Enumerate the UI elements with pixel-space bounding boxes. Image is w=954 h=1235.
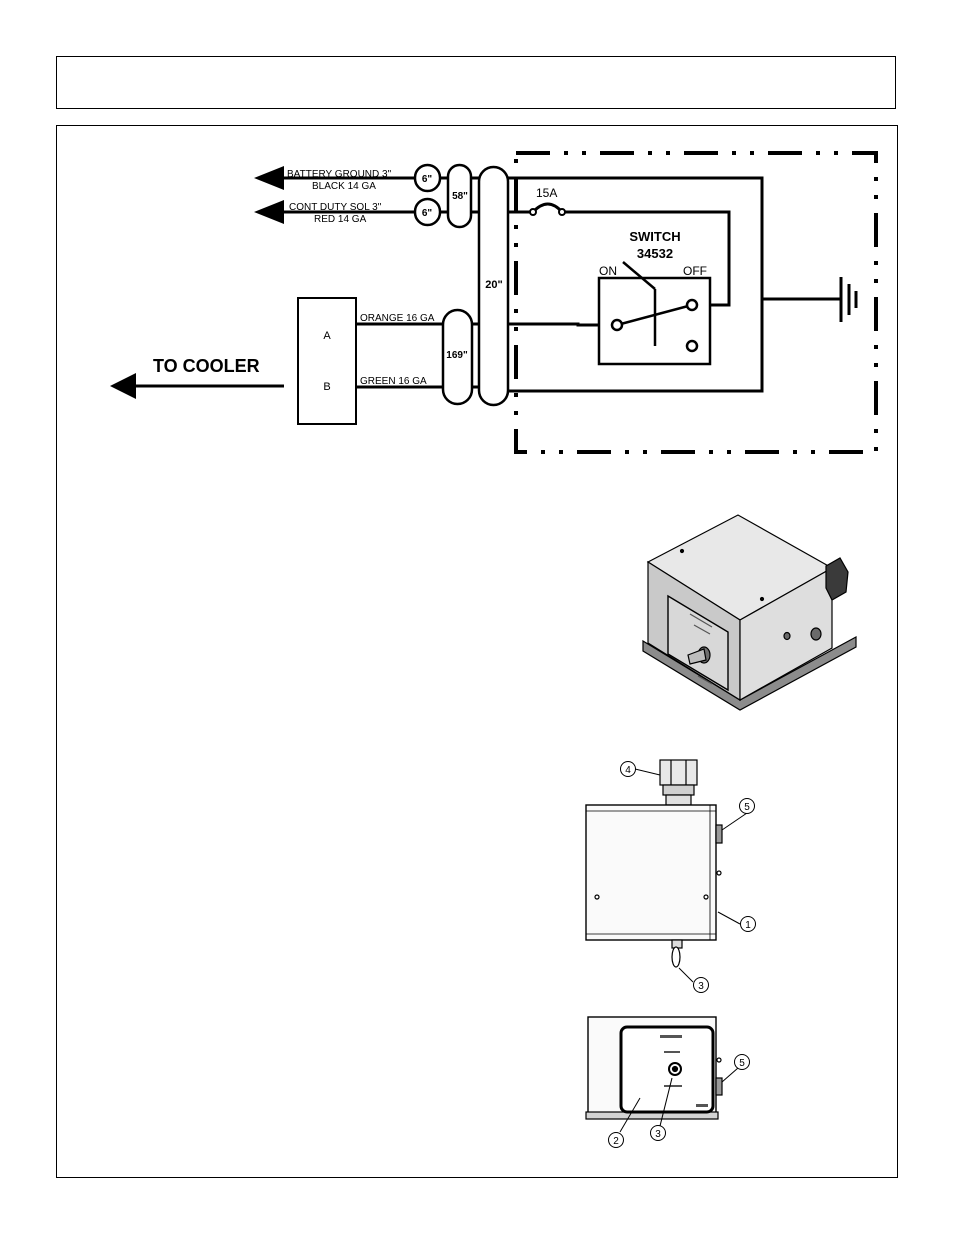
svg-text:1: 1 <box>745 920 751 931</box>
black-gauge-label: BLACK 14 GA <box>312 181 376 192</box>
connector-pin-b: B <box>323 381 330 393</box>
loom-169-label: 169" <box>446 350 468 361</box>
svg-text:3: 3 <box>698 981 704 992</box>
to-cooler-arrow <box>110 373 284 399</box>
switch-title: SWITCH <box>629 229 680 244</box>
callout-5-top: 5 <box>740 799 755 814</box>
callout-4: 4 <box>621 762 636 777</box>
to-cooler-label: TO COOLER <box>153 356 260 376</box>
svg-text:5: 5 <box>739 1058 745 1069</box>
callout-3-front: 3 <box>651 1126 666 1141</box>
switch-box-front-view <box>586 1017 722 1119</box>
switch-box-isometric <box>643 515 856 710</box>
svg-text:4: 4 <box>625 765 631 776</box>
fuse-terminal-right <box>559 209 565 215</box>
svg-text:3: 3 <box>655 1129 661 1140</box>
loom-6-top-label: 6" <box>422 174 433 185</box>
cooler-connector <box>298 298 356 424</box>
svg-text:5: 5 <box>744 802 750 813</box>
connector-pin-a: A <box>323 330 331 342</box>
switch-terminal-on <box>612 320 622 330</box>
svg-text:2: 2 <box>613 1136 619 1147</box>
switch-off-label: OFF <box>683 264 707 278</box>
loom-58-label: 58" <box>452 191 468 202</box>
loom-6-bottom-label: 6" <box>422 208 433 219</box>
battery-ground-label: BATTERY GROUND 3" <box>287 169 392 180</box>
callout-5-front: 5 <box>735 1055 750 1070</box>
switch-on-label: ON <box>599 264 617 278</box>
green-wire-label: GREEN 16 GA <box>360 376 427 387</box>
callout-1: 1 <box>741 917 756 932</box>
ground-symbol <box>841 277 856 322</box>
switch-box-top-view <box>586 760 722 967</box>
switch-terminal-off <box>687 300 697 310</box>
red-gauge-label: RED 14 GA <box>314 214 367 225</box>
orange-wire-label: ORANGE 16 GA <box>360 313 435 324</box>
fuse-terminal-left <box>530 209 536 215</box>
callout-3-top: 3 <box>694 978 709 993</box>
fuse-label: 15A <box>536 186 557 200</box>
switch-terminal-third <box>687 341 697 351</box>
loom-20-label: 20" <box>485 279 502 291</box>
cont-duty-label: CONT DUTY SOL 3" <box>289 202 382 213</box>
switch-part-number: 34532 <box>637 246 673 261</box>
callout-2: 2 <box>609 1133 624 1148</box>
